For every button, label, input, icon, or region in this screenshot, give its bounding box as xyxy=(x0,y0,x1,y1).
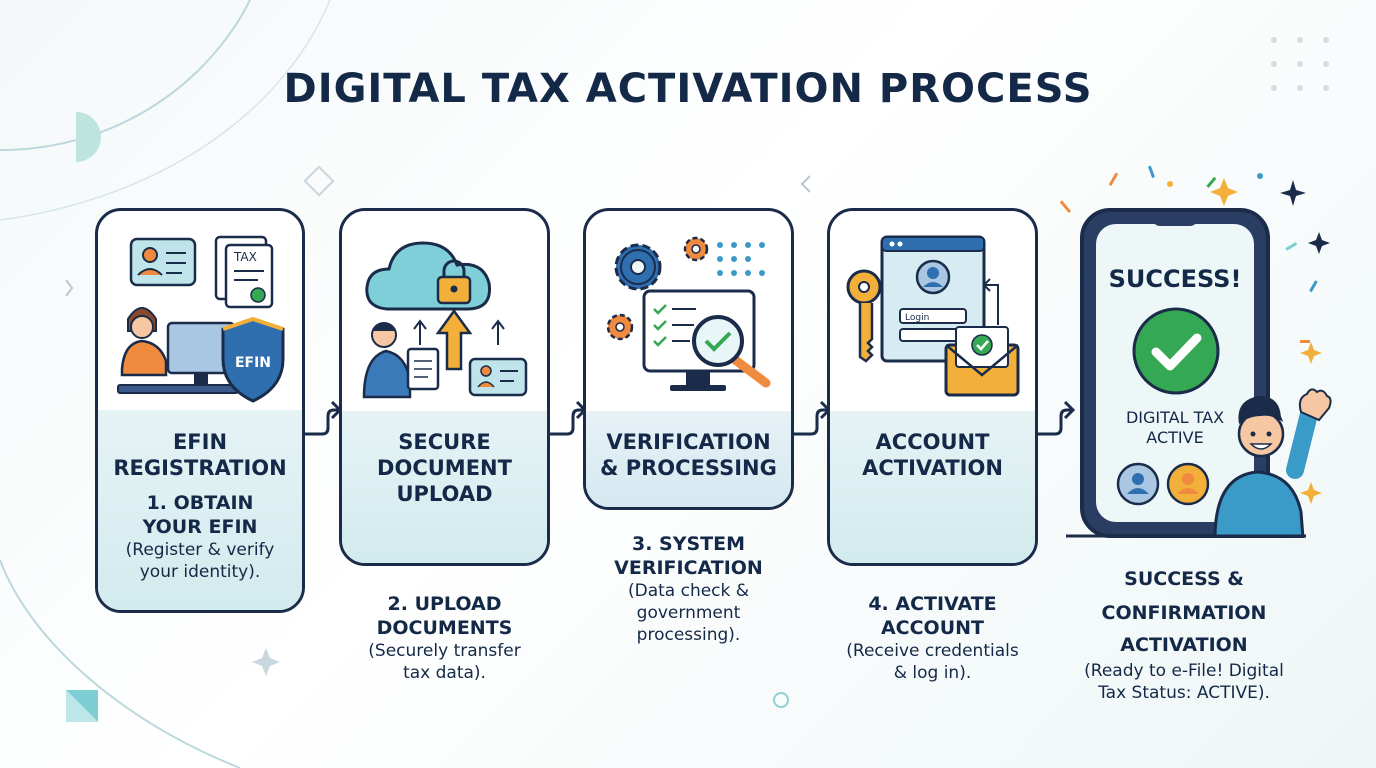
tax-form-icon: TAX xyxy=(214,235,274,309)
svg-text:EFIN: EFIN xyxy=(235,355,271,371)
cloud-lock-icon xyxy=(365,241,492,311)
id-card-icon xyxy=(468,357,528,397)
flow-arrow xyxy=(1037,400,1076,436)
phone-base-line xyxy=(1066,534,1306,538)
step-description: 4. ACTIVATE ACCOUNT (Receive credentials… xyxy=(846,593,1019,683)
avatar xyxy=(1116,462,1210,506)
activation-illustration: Login xyxy=(846,235,1020,397)
waving-person-icon xyxy=(1213,388,1332,538)
gear-icon xyxy=(606,236,709,341)
svg-text:TAX: TAX xyxy=(233,250,257,264)
upload-illustration xyxy=(362,241,528,399)
upload-arrow-icon xyxy=(413,308,505,371)
efin-shield-icon: EFIN xyxy=(221,316,285,403)
id-card-icon xyxy=(129,237,197,287)
step-description: 2. UPLOAD DOCUMENTS (Securely transfer t… xyxy=(368,593,521,683)
svg-text:Login: Login xyxy=(905,313,929,323)
person-at-computer-icon xyxy=(117,307,239,394)
verification-illustration xyxy=(606,236,771,391)
confetti-icon xyxy=(1059,165,1330,504)
page-title: DIGITAL TAX ACTIVATION PROCESS xyxy=(283,66,1093,112)
step-description: SUCCESS & CONFIRMATION ACTIVATION (Ready… xyxy=(1084,568,1284,703)
envelope-check-icon xyxy=(944,326,1020,397)
step-description: 1. OBTAIN YOUR EFIN (Register & verify y… xyxy=(125,492,275,582)
person-with-document-icon xyxy=(362,322,440,399)
step-description: 3. SYSTEM VERIFICATION (Data check & gov… xyxy=(614,533,763,645)
card-title: VERIFICATION& PROCESSING xyxy=(600,430,777,480)
efin-illustration: TAX EFIN xyxy=(117,235,285,403)
check-circle-icon xyxy=(1132,307,1220,395)
success-title: SUCCESS! xyxy=(1108,265,1242,293)
step-card-verification: VERIFICATION& PROCESSING xyxy=(583,208,794,510)
magnifier-check-icon xyxy=(692,315,771,388)
key-icon xyxy=(846,269,882,363)
flow-arrow xyxy=(304,400,343,436)
